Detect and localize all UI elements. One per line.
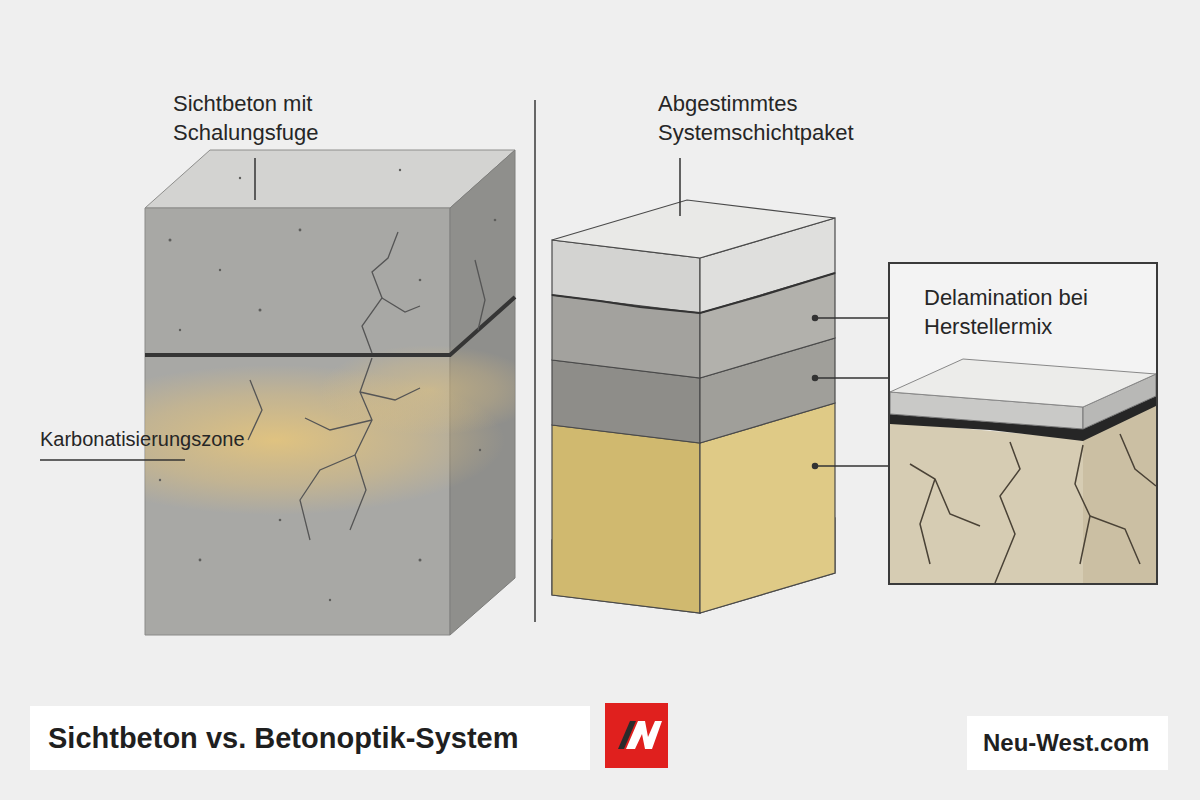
stack-label: Abgestimmtes Systemschichtpaket (658, 90, 898, 147)
site-badge-box: Neu-West.com (967, 716, 1168, 770)
brand-logo (605, 703, 668, 768)
divider (534, 100, 536, 622)
title-box: Sichtbeton vs. Betonoptik-System (30, 706, 590, 770)
leader-line (254, 158, 256, 200)
stack-label-wrap: Abgestimmtes Systemschichtpaket (658, 90, 898, 147)
leader-line (679, 158, 681, 216)
leader-lines (813, 316, 889, 469)
title-text: Sichtbeton vs. Betonoptik-System (30, 706, 537, 770)
leader-line (40, 459, 185, 461)
layer-stack (552, 200, 835, 613)
zone-label-wrap: Karbonatisierungszone (40, 426, 310, 452)
zone-label: Karbonatisierungszone (40, 426, 310, 452)
inset-box: Delamination bei Herstellermix (888, 262, 1158, 585)
concrete-block (45, 150, 540, 635)
site-badge: Neu-West.com (967, 716, 1165, 770)
block-label-wrap: Sichtbeton mit Schalungsfuge (173, 90, 383, 147)
inset-ground (888, 262, 1158, 585)
box-text: Delamination bei Herstellermix (924, 284, 1139, 341)
delamination-detail (890, 359, 1156, 583)
block-label: Sichtbeton mit Schalungsfuge (173, 90, 383, 147)
